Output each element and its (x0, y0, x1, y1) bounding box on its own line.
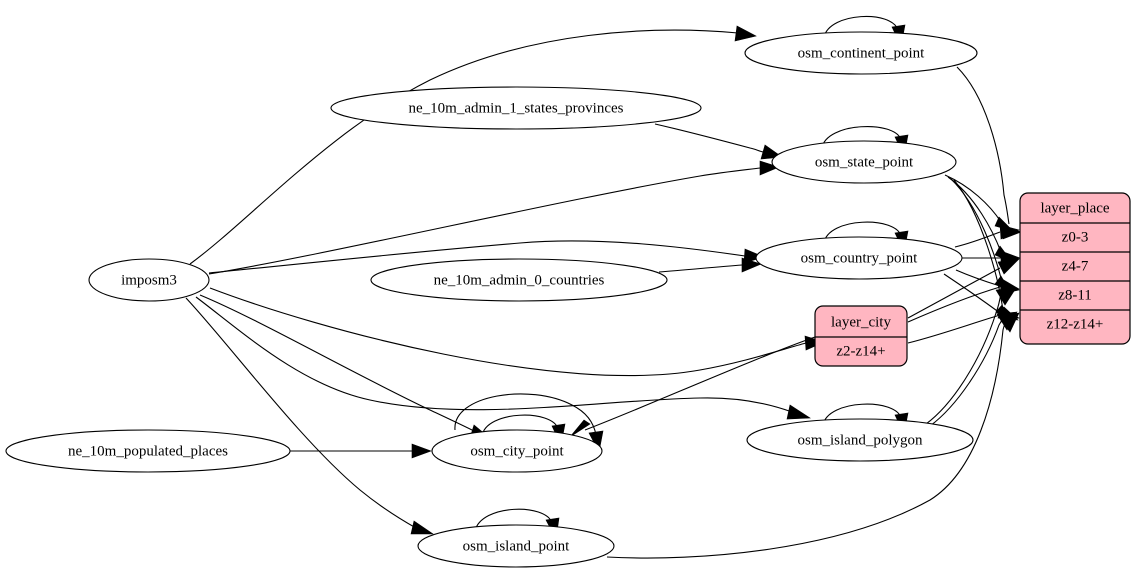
edge-imposm3-to-osm-city-point (199, 294, 493, 441)
edge-layer-city-to-layer-place-z4-7 (907, 258, 1020, 319)
edge-ne-populated-to-osm-city-point (290, 443, 432, 459)
node-ne-10m-admin-1-states-provinces[interactable]: ne_10m_admin_1_states_provinces (330, 86, 702, 130)
edge-osm-country-point-to-layer-place-z0-3 (954, 224, 1020, 248)
record-layer-place[interactable]: layer_place z0-3 z4-7 z8-11 z12-z14+ (1019, 192, 1131, 345)
edge-osm-state-point-to-layer-place-z4-7 (947, 176, 1013, 263)
edge-imposm3-to-osm-continent-point (189, 25, 757, 265)
node-layer: imposm3 ne_10m_admin_1_states_provinces … (5, 31, 978, 568)
edge-osm-continent-point-to-layer-place-z0-3 (956, 66, 1022, 240)
node-osm-state-point[interactable]: osm_state_point (771, 140, 957, 184)
edge-ne-states-to-osm-state-point (654, 123, 783, 160)
edge-osm-island-polygon-to-layer-place-z8-11 (925, 287, 1017, 425)
node-osm-island-polygon[interactable]: osm_island_polygon (746, 418, 974, 462)
record-layer-city[interactable]: layer_city z2-z14+ (814, 305, 908, 367)
node-imposm3[interactable]: imposm3 (88, 258, 210, 302)
node-osm-country-point[interactable]: osm_country_point (755, 236, 963, 280)
node-ne-10m-admin-0-countries[interactable]: ne_10m_admin_0_countries (370, 258, 668, 302)
edge-osm-island-point-to-layer-place-z12-z14 (606, 312, 1020, 559)
edge-ne-countries-to-osm-country-point (658, 257, 762, 273)
edge-imposm3-to-osm-state-point (208, 160, 780, 275)
node-ne-10m-populated-places[interactable]: ne_10m_populated_places (5, 429, 291, 473)
edge-imposm3-to-osm-island-point (185, 297, 434, 535)
edge-imposm3-to-osm-country-point (208, 240, 765, 274)
node-osm-island-point[interactable]: osm_island_point (417, 524, 615, 568)
node-osm-continent-point[interactable]: osm_continent_point (744, 31, 978, 75)
edge-cross-to-osm-city-point (569, 336, 816, 438)
edge-imposm3-to-osm-island-polygon (195, 296, 811, 420)
node-osm-city-point[interactable]: osm_city_point (431, 429, 603, 473)
